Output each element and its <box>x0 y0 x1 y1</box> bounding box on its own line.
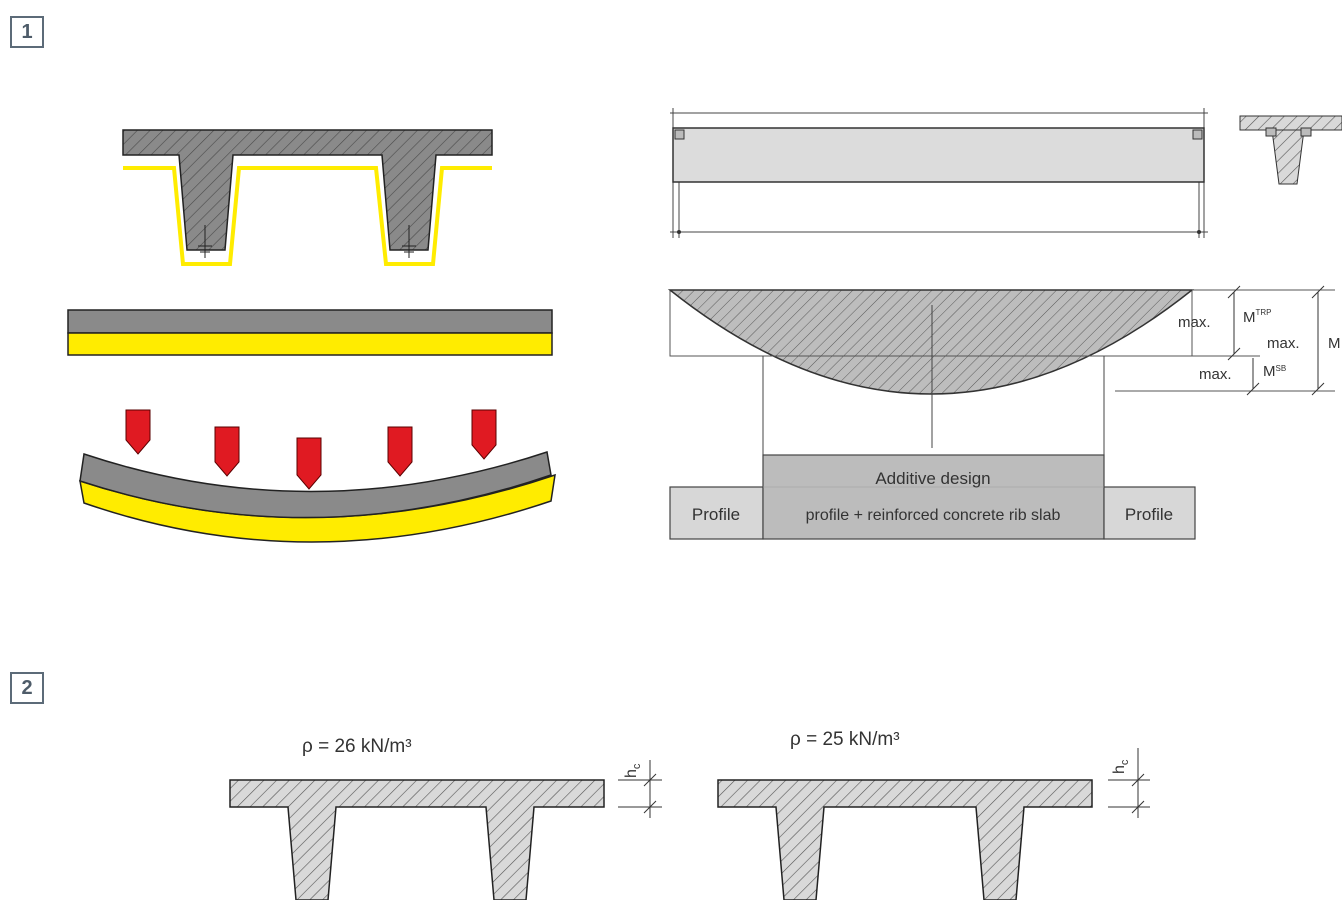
design-boxes: Additive design profile + reinforced con… <box>669 454 1196 540</box>
figure-2-number: 2 <box>10 672 44 704</box>
profile-label-left: Profile <box>692 505 740 524</box>
load-arrow-icon <box>471 409 497 460</box>
load-arrow-icon <box>296 437 322 490</box>
density-left: ρ = 26 kN/m³ <box>302 736 412 757</box>
profile-box-left <box>669 486 764 540</box>
rib-slab-cross-section <box>122 129 493 266</box>
bent-composite-layers <box>79 409 556 543</box>
label-max-total: max. <box>1267 335 1300 352</box>
hc-label-right: hc <box>1111 759 1131 774</box>
concrete-layer <box>67 309 553 334</box>
moment-diagram: max. MTRP max. M max. MSB <box>667 285 1341 455</box>
load-arrows <box>125 409 497 490</box>
label-m-trp: MTRP <box>1243 308 1272 326</box>
figure-2-left-section: ρ = 26 kN/m³ hc <box>229 736 662 900</box>
bent-concrete-layer <box>79 451 552 519</box>
rebar-left <box>198 225 212 258</box>
label-max-sb: max. <box>1199 366 1232 383</box>
additive-design-box <box>762 454 1105 540</box>
label-m-total: M <box>1328 335 1341 352</box>
trapezoidal-profile-sheet <box>123 166 492 266</box>
profile-layer <box>67 332 553 356</box>
flat-composite-layers <box>67 309 553 356</box>
load-arrow-icon <box>387 426 413 477</box>
label-m-sb: MSB <box>1263 363 1286 380</box>
additive-design-title: Additive design <box>875 469 990 488</box>
moment-parabola <box>667 289 1195 395</box>
load-arrow-icon <box>125 409 151 455</box>
small-rib-section <box>1239 115 1342 185</box>
density-right: ρ = 25 kN/m³ <box>790 729 900 750</box>
figure-1-number: 1 <box>10 16 44 48</box>
rebar-right <box>402 225 416 258</box>
hc-label-left: hc <box>623 763 643 778</box>
additive-design-subtitle: profile + reinforced concrete rib slab <box>806 507 1061 524</box>
profile-label-right: Profile <box>1125 505 1173 524</box>
figure-2-right-section: ρ = 25 kN/m³ hc <box>717 729 1150 900</box>
rib-slab-concrete <box>122 129 493 251</box>
beam-body <box>672 127 1205 183</box>
label-max-trp: max. <box>1178 314 1211 331</box>
beam-elevation <box>670 108 1208 238</box>
profile-box-right <box>1103 486 1196 540</box>
load-arrow-icon <box>214 426 240 477</box>
